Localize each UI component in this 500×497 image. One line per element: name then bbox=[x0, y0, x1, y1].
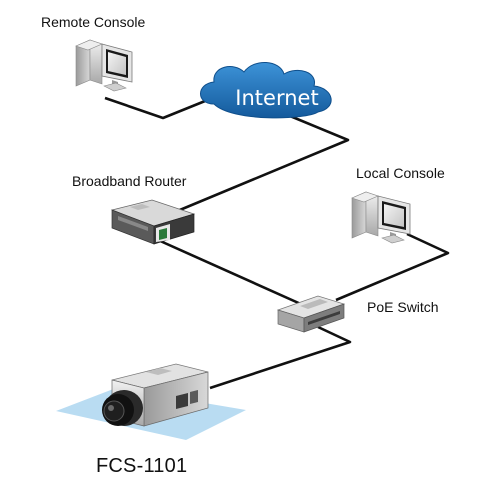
ip-camera-icon bbox=[56, 363, 246, 440]
network-switch-icon bbox=[276, 295, 346, 333]
desktop-computer-icon bbox=[351, 191, 411, 244]
cable-internet-to-router bbox=[174, 114, 350, 214]
poe-switch-label: PoE Switch bbox=[367, 299, 439, 315]
camera-model-label: FCS-1101 bbox=[96, 455, 188, 477]
internet-label: Internet bbox=[235, 86, 318, 110]
desktop-computer-icon bbox=[75, 39, 133, 92]
router-icon bbox=[110, 199, 196, 245]
broadband-router-label: Broadband Router bbox=[72, 173, 187, 189]
cable-remote-to-internet bbox=[104, 95, 216, 120]
cloud-icon: Internet bbox=[200, 62, 332, 119]
cable-switch-to-camera bbox=[209, 325, 352, 390]
cable-router-to-switch bbox=[157, 238, 313, 311]
cable-local-to-switch bbox=[335, 232, 450, 302]
cables bbox=[104, 95, 450, 390]
local-console-label: Local Console bbox=[356, 165, 445, 181]
remote-console-label: Remote Console bbox=[41, 14, 146, 30]
